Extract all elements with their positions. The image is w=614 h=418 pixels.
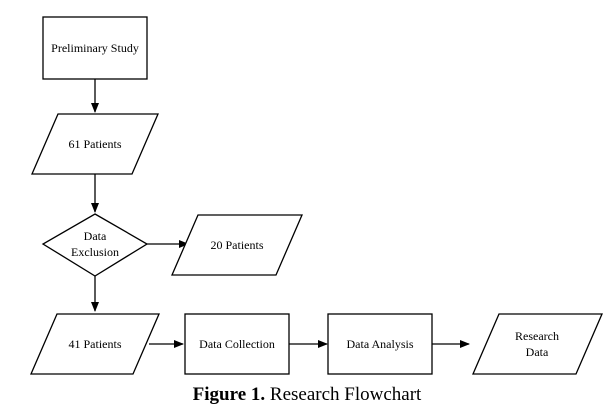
node-preliminary-study: Preliminary Study [42, 16, 148, 80]
patients-41-label: 41 Patients [69, 337, 122, 351]
data-exclusion-diamond [41, 213, 149, 277]
preliminary-study-label: Preliminary Study [51, 41, 139, 55]
patients-20-shape [171, 214, 303, 276]
node-data-collection: Data Collection [184, 313, 290, 375]
research-data-label-line2: Data [526, 345, 549, 359]
figure-caption-text: Research Flowchart [269, 384, 422, 405]
patients-41-shape [30, 313, 160, 375]
patients-61-label: 61 Patients [69, 137, 122, 151]
patients-20-label: 20 Patients [211, 238, 264, 252]
preliminary-study-box [42, 16, 148, 80]
node-61-patients: 61 Patients [31, 113, 159, 175]
figure-caption-label: Figure 1. [192, 384, 266, 405]
node-41-patients: 41 Patients [30, 313, 160, 375]
data-analysis-label: Data Analysis [347, 337, 414, 351]
data-exclusion-label-line2: Exclusion [71, 245, 119, 259]
research-data-shape [472, 313, 603, 375]
research-data-label-line1: Research [515, 329, 559, 343]
figure-caption: Figure 1. Research Flowchart [0, 383, 614, 407]
data-exclusion-label-line1: Data [84, 229, 107, 243]
data-analysis-box [327, 313, 433, 375]
data-collection-label: Data Collection [199, 337, 275, 351]
node-data-exclusion: Data Exclusion [41, 213, 149, 277]
node-research-data: Research Data [472, 313, 603, 375]
node-20-patients: 20 Patients [171, 214, 303, 276]
node-data-analysis: Data Analysis [327, 313, 433, 375]
edges [91, 79, 470, 348]
data-collection-box [184, 313, 290, 375]
patients-61-shape [31, 113, 159, 175]
